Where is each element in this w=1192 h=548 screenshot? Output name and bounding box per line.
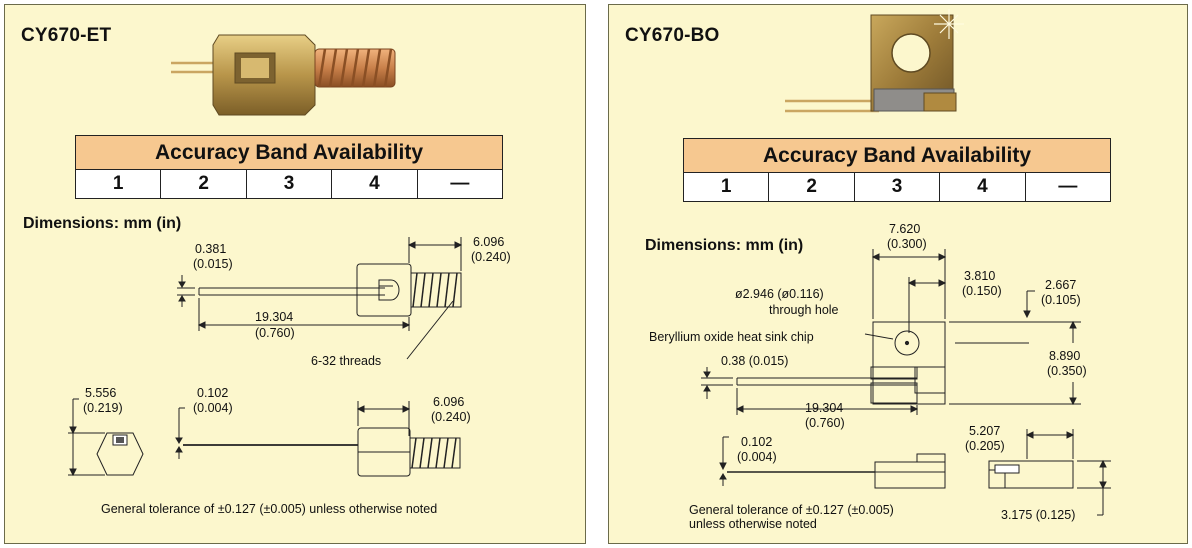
lead-thick-in: (0.004) [737,450,777,464]
band-dash: — [450,173,470,194]
general-tolerance-note-cont: unless otherwise noted [689,517,817,531]
band-4: 4 [332,170,418,198]
lead-thick-in: (0.004) [193,401,233,415]
thickness-label: 3.175 (0.125) [1001,508,1076,522]
band-4: 4 [940,173,1026,201]
band-2: 2 [161,170,247,198]
cy670-et-photo [171,34,396,116]
cy670-bo-drawing [701,249,1111,516]
hole-size: ø2.946 (ø0.116) [735,287,824,301]
side-in: (0.205) [965,439,1005,453]
accuracy-band-title: Accuracy Band Availability [684,139,1110,173]
hex-mm: 5.556 [85,386,117,400]
width-in: (0.300) [887,237,927,251]
band-2: 2 [769,173,855,201]
hole-note: through hole [769,303,839,317]
half-width-in: (0.150) [962,284,1002,298]
band-dash: — [1058,176,1078,197]
panel-title: CY670-ET [21,25,112,46]
lead-thick-mm: 0.102 [197,386,229,400]
accuracy-band-row: 1 2 3 4 — [684,173,1110,201]
dimensions-heading: Dimensions: mm (in) [23,215,182,232]
height-in: (0.350) [1047,364,1087,378]
cy670-bo-panel: CY670-BO Accuracy Band Availability 1 2 … [608,4,1188,544]
side-mm: 5.207 [969,424,1001,438]
dimensions-heading: Dimensions: mm (in) [645,237,804,254]
band-1: 1 [684,173,770,201]
band-3: 3 [247,170,333,198]
general-tolerance-note: General tolerance of ±0.127 (±0.005) unl… [101,502,438,516]
length-in: (0.760) [805,416,845,430]
accuracy-band-table: Accuracy Band Availability 1 2 3 4 — [683,138,1111,202]
cy670-et-panel: CY670-ET Accuracy Band Availability 1 2 [4,4,586,544]
chip-label: Beryllium oxide heat sink chip [649,330,814,344]
accuracy-band-title: Accuracy Band Availability [76,136,502,170]
cy670-bo-photo [785,9,964,113]
half-width-mm: 3.810 [964,269,996,283]
thread-bottom-in: (0.240) [431,410,471,424]
general-tolerance-note: General tolerance of ±0.127 (±0.005) [689,503,894,517]
band-1: 1 [76,170,162,198]
edge-in: (0.105) [1041,293,1081,307]
length-in: (0.760) [255,326,295,340]
accuracy-band-row: 1 2 3 4 — [76,170,502,198]
edge-mm: 2.667 [1045,278,1077,292]
accuracy-band-table: Accuracy Band Availability 1 2 3 4 — [75,135,503,199]
lead-gap: 0.38 (0.015) [721,354,789,368]
lead-gap-in: (0.015) [193,257,233,271]
band-3: 3 [855,173,941,201]
length-mm: 19.304 [255,310,294,324]
thread-top-mm: 6.096 [473,235,505,249]
threads-label: 6-32 threads [311,354,382,368]
width-mm: 7.620 [889,222,921,236]
thread-top-in: (0.240) [471,250,511,264]
hex-in: (0.219) [83,401,123,415]
cy670-et-drawing [68,237,463,477]
thread-bottom-mm: 6.096 [433,395,465,409]
lead-thick-mm: 0.102 [741,435,773,449]
panel-title: CY670-BO [625,25,720,46]
lead-gap-mm: 0.381 [195,242,227,256]
length-mm: 19.304 [805,401,844,415]
height-mm: 8.890 [1049,349,1081,363]
